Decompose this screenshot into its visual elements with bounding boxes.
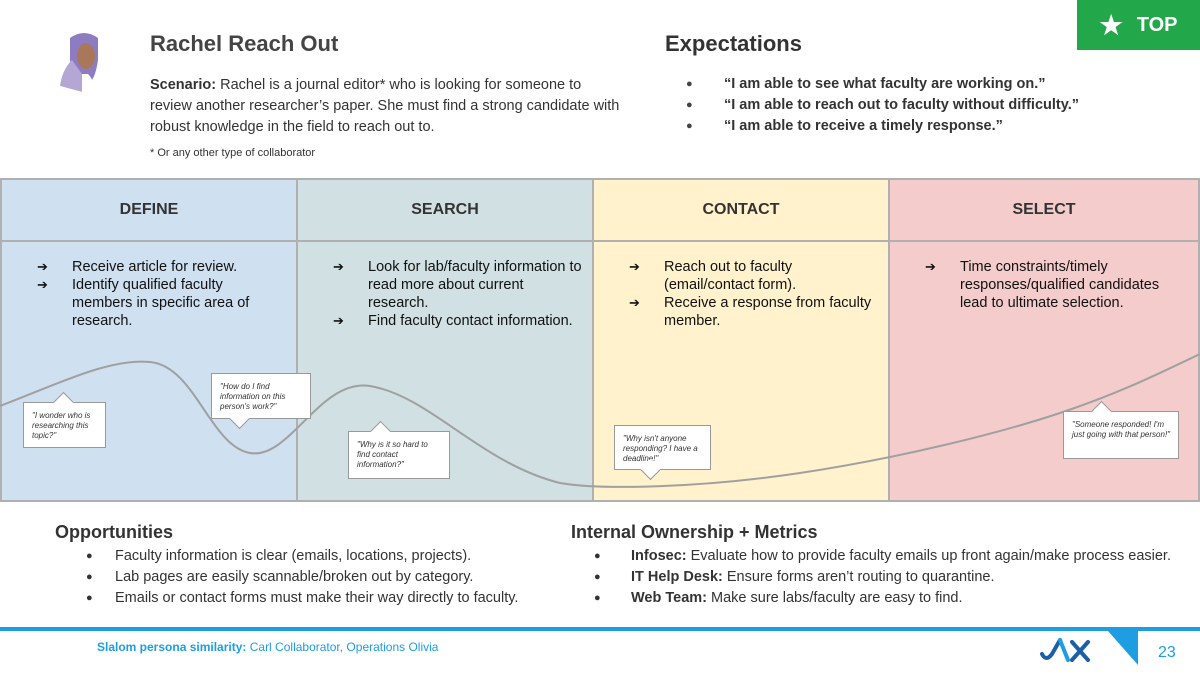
corner-accent-icon (1108, 631, 1138, 665)
ownership-text: Evaluate how to provide faculty emails u… (686, 548, 1171, 564)
ownership-list: Infosec: Evaluate how to provide faculty… (594, 546, 1171, 609)
stage-title: SELECT (890, 180, 1198, 242)
opportunities-list: Faculty information is clear (emails, lo… (86, 546, 518, 609)
thought-bubble: "How do I find information on this perso… (211, 373, 311, 419)
ownership-owner: IT Help Desk: (631, 569, 723, 585)
ownership-text: Ensure forms aren’t routing to quarantin… (722, 569, 995, 585)
thought-bubble: "Why isn't anyone responding? I have a d… (614, 425, 711, 470)
stage-title: DEFINE (2, 180, 296, 242)
expectation-item: “I am able to see what faculty are worki… (686, 74, 1079, 95)
page-number: 23 (1158, 644, 1176, 661)
persona-similarity-label: Slalom persona similarity: (97, 640, 247, 654)
journey-map: DEFINE Receive article for review. Ident… (0, 178, 1200, 502)
persona-avatar-icon (60, 33, 98, 92)
expectation-item: “I am able to reach out to faculty witho… (686, 95, 1079, 116)
persona-similarity: Slalom persona similarity: Carl Collabor… (97, 640, 438, 654)
thought-bubble: "Why is it so hard to find contact infor… (348, 431, 450, 479)
stage-title: CONTACT (594, 180, 888, 242)
expectations-list: “I am able to see what faculty are worki… (686, 74, 1079, 137)
stage-item: Receive a response from faculty member. (594, 294, 888, 330)
stage-item: Find faculty contact information. (298, 312, 592, 330)
stage-item: Time constraints/timely responses/qualif… (890, 258, 1198, 312)
ownership-item: Web Team: Make sure labs/faculty are eas… (594, 588, 1171, 609)
scenario-text: Scenario: Rachel is a journal editor* wh… (150, 75, 625, 138)
ownership-item: Infosec: Evaluate how to provide faculty… (594, 546, 1171, 567)
opportunity-item: Faculty information is clear (emails, lo… (86, 546, 518, 567)
opportunities-title: Opportunities (55, 522, 173, 542)
stage-define: DEFINE Receive article for review. Ident… (0, 178, 298, 502)
stage-item: Look for lab/faculty information to read… (298, 258, 592, 312)
ownership-item: IT Help Desk: Ensure forms aren’t routin… (594, 567, 1171, 588)
stage-items: Time constraints/timely responses/qualif… (890, 258, 1198, 312)
opportunity-item: Lab pages are easily scannable/broken ou… (86, 567, 518, 588)
expectation-item: “I am able to receive a timely response.… (686, 116, 1079, 137)
stage-items: Reach out to faculty (email/contact form… (594, 258, 888, 330)
top-badge: ★ TOP (1077, 0, 1200, 50)
ownership-owner: Web Team: (631, 590, 708, 606)
star-icon: ★ (1099, 9, 1123, 40)
thought-bubble: "Someone responded! I'm just going with … (1063, 411, 1179, 459)
top-badge-label: TOP (1136, 13, 1178, 36)
stage-item: Receive article for review. (2, 258, 296, 276)
stage-items: Receive article for review. Identify qua… (2, 258, 296, 330)
ownership-text: Make sure labs/faculty are easy to find. (707, 590, 963, 606)
footer-divider (0, 627, 1200, 631)
scenario-body: Rachel is a journal editor* who is looki… (150, 77, 620, 135)
thought-bubble: "I wonder who is researching this topic?… (23, 402, 106, 448)
ownership-owner: Infosec: (631, 548, 687, 564)
persona-similarity-names: Carl Collaborator, Operations Olivia (246, 640, 439, 654)
scenario-label: Scenario: (150, 77, 217, 93)
expectations-title: Expectations (665, 31, 802, 56)
stage-items: Look for lab/faculty information to read… (298, 258, 592, 330)
footnote: * Or any other type of collaborator (150, 147, 316, 159)
stage-item: Reach out to faculty (email/contact form… (594, 258, 888, 294)
opportunity-item: Emails or contact forms must make their … (86, 588, 518, 609)
persona-title: Rachel Reach Out (150, 31, 339, 56)
brand-logo-icon (1040, 638, 1090, 662)
ownership-title: Internal Ownership + Metrics (571, 522, 818, 542)
stage-title: SEARCH (298, 180, 592, 242)
stage-item: Identify qualified faculty members in sp… (2, 276, 296, 330)
